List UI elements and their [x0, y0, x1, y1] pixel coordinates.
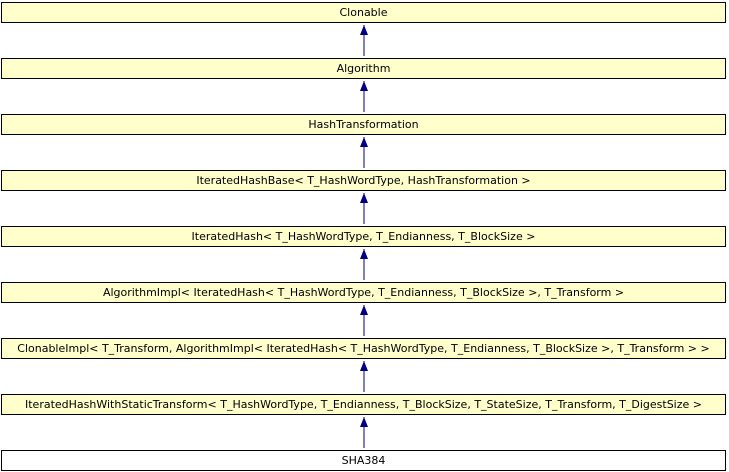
class-node-label: AlgorithmImpl< IteratedHash< T_HashWordT…: [102, 286, 625, 299]
class-node-label: SHA384: [341, 454, 386, 467]
class-node-sha384: SHA384: [1, 450, 726, 471]
class-node-iterated-hash[interactable]: IteratedHash< T_HashWordType, T_Endianne…: [1, 226, 726, 247]
class-node-label: HashTransformation: [308, 118, 419, 131]
class-node-algorithm-impl[interactable]: AlgorithmImpl< IteratedHash< T_HashWordT…: [1, 282, 726, 303]
class-node-clonable-impl[interactable]: ClonableImpl< T_Transform, AlgorithmImpl…: [1, 338, 726, 359]
class-node-label: IteratedHashWithStaticTransform< T_HashW…: [25, 398, 702, 411]
class-node-label: ClonableImpl< T_Transform, AlgorithmImpl…: [17, 342, 710, 355]
class-node-clonable[interactable]: Clonable: [1, 2, 726, 23]
class-node-label: Clonable: [339, 6, 388, 19]
class-node-iterated-hash-base[interactable]: IteratedHashBase< T_HashWordType, HashTr…: [1, 170, 726, 191]
class-node-hash-transformation[interactable]: HashTransformation: [1, 114, 726, 135]
class-node-iterated-hash-with-static-transform[interactable]: IteratedHashWithStaticTransform< T_HashW…: [1, 394, 726, 415]
class-node-label: IteratedHashBase< T_HashWordType, HashTr…: [196, 174, 531, 187]
class-node-label: Algorithm: [336, 62, 391, 75]
class-node-algorithm[interactable]: Algorithm: [1, 58, 726, 79]
class-node-label: IteratedHash< T_HashWordType, T_Endianne…: [191, 230, 536, 243]
